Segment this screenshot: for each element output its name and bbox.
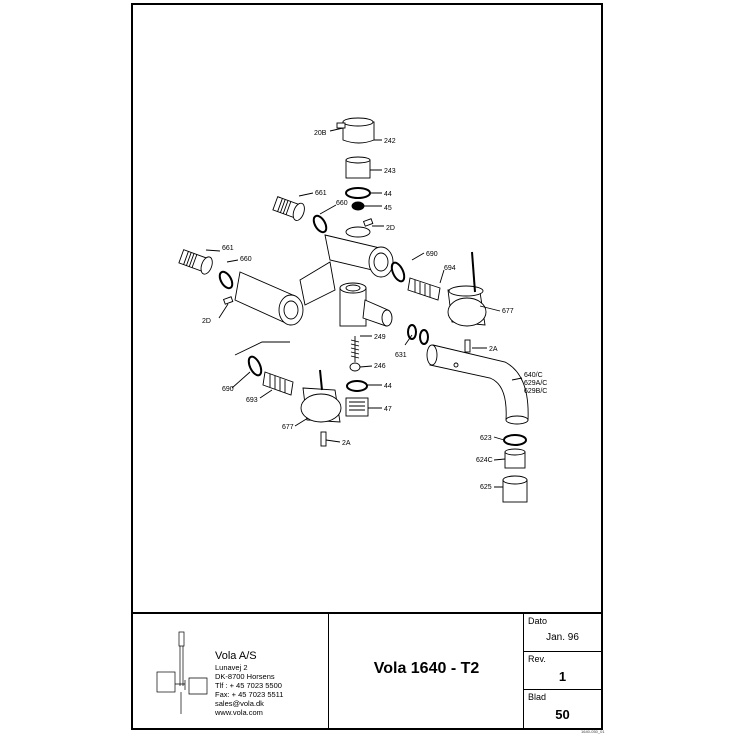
company-web: www.vola.com	[215, 708, 263, 717]
part-number-label: 694	[444, 265, 456, 272]
company-fax: Fax: + 45 7023 5511	[215, 690, 284, 699]
part-number-label: 693	[246, 397, 258, 404]
part-number-label: 624C	[476, 457, 493, 464]
part-number-label: 45	[384, 205, 392, 212]
part-number-label: 243	[384, 168, 396, 175]
drawing-sheet	[131, 3, 603, 730]
blad-field: Blad 50	[524, 690, 601, 728]
part-number-label: 2D	[386, 225, 395, 232]
title-cell: Vola 1640 - T2	[329, 614, 524, 730]
company-email: sales@vola.dk	[215, 699, 264, 708]
part-number-label: 661	[222, 245, 234, 252]
blad-value: 50	[555, 707, 570, 722]
part-number-label: 690	[426, 251, 438, 258]
company-address: Vola A/S Lunavej 2 DK-8700 Horsens Tlf :…	[215, 650, 283, 717]
part-number-label: 2D	[202, 318, 211, 325]
company-cell: Vola A/S Lunavej 2 DK-8700 Horsens Tlf :…	[131, 614, 329, 730]
rev-label: Rev.	[528, 654, 546, 664]
company-name: Vola A/S	[215, 650, 257, 662]
part-number-label: 677	[282, 424, 294, 431]
dato-value: Jan. 96	[546, 632, 579, 643]
exploded-view-drawing: 20B 242 243 44 45 661 660 2D 690 694 677…	[178, 117, 547, 503]
part-number-label: 631	[395, 352, 407, 359]
part-number-label: 2A	[489, 346, 498, 353]
company-city: DK-8700 Horsens	[215, 672, 275, 681]
company-street: Lunavej 2	[215, 663, 248, 672]
part-number-label: 640/C	[524, 372, 543, 379]
part-number-label: 2A	[342, 440, 351, 447]
title-block: Vola A/S Lunavej 2 DK-8700 Horsens Tlf :…	[131, 612, 603, 730]
part-number-label: 629A/C	[524, 380, 547, 387]
dato-label: Dato	[528, 616, 548, 626]
blad-label: Blad	[528, 692, 547, 702]
part-number-label: 690	[222, 386, 234, 393]
company-phone: Tlf : + 45 7023 5500	[215, 681, 282, 690]
part-number-label: 661	[315, 190, 327, 197]
part-number-label: 246	[374, 363, 386, 370]
part-number-label: 623	[480, 435, 492, 442]
part-number-label: 660	[240, 256, 252, 263]
part-number-label: 629B/C	[524, 388, 547, 395]
part-number-label: 249	[374, 334, 386, 341]
part-number-label: 44	[384, 191, 392, 198]
part-number-label: 625	[480, 484, 492, 491]
meta-cell: Dato Jan. 96 Rev. 1 Blad 50	[524, 614, 601, 730]
dato-field: Dato Jan. 96	[524, 614, 601, 652]
part-number-label: 660	[336, 200, 348, 207]
part-number-label: 47	[384, 406, 392, 413]
rev-value: 1	[558, 669, 567, 684]
part-number-label: 677	[502, 308, 514, 315]
product-sketch-icon	[156, 631, 208, 714]
part-number-label: 44	[384, 383, 392, 390]
part-number-label: 242	[384, 138, 396, 145]
drawing-title: Vola 1640 - T2	[373, 660, 480, 677]
rev-field: Rev. 1	[524, 652, 601, 690]
drawing-code: 1640-050_01	[581, 729, 605, 734]
part-number-label: 20B	[314, 130, 327, 137]
